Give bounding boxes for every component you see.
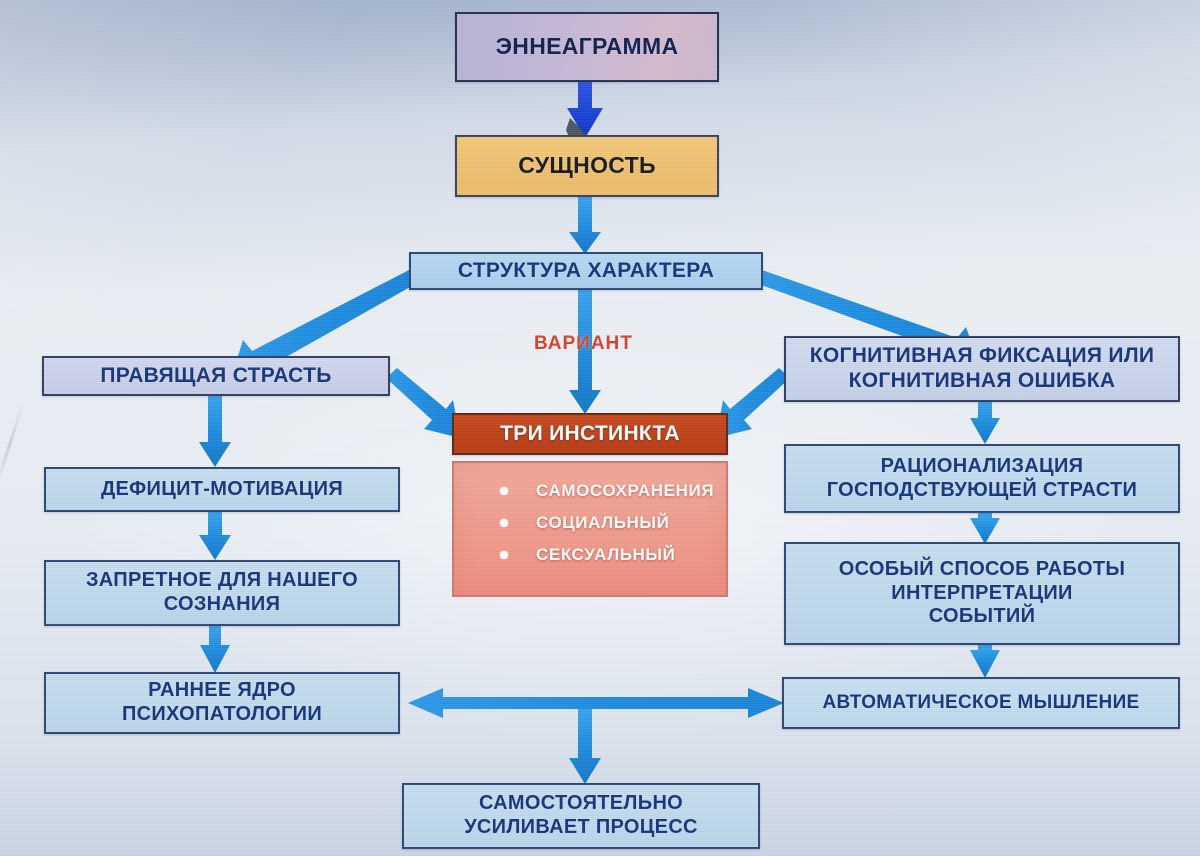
node-essence[interactable]: СУЩНОСТЬ xyxy=(455,135,719,197)
node-rationalization-line2: ГОСПОДСТВУЮЩЕЙ СТРАСТИ xyxy=(826,478,1138,501)
node-forbidden-line2: СОЗНАНИЯ xyxy=(163,593,281,615)
node-enneagram-label: ЭННЕАГРАММА xyxy=(495,33,679,60)
bullet-icon xyxy=(500,519,508,528)
node-forbidden-line1: ЗАПРЕТНОЕ ДЛЯ НАШЕГО xyxy=(85,569,359,592)
node-cognitive-fixation-line2: КОГНИТИВНАЯ ОШИБКА xyxy=(848,369,1116,392)
node-three-instincts-label: ТРИ ИНСТИНКТА xyxy=(500,421,680,445)
node-special-way-line2: ИНТЕРПРЕТАЦИИ xyxy=(891,581,1073,604)
node-deficit-motivation-label: ДЕФИЦИТ-МОТИВАЦИЯ xyxy=(100,477,344,500)
instinct-label: СЕКСУАЛЬНЫЙ xyxy=(536,545,676,565)
node-ruling-passion[interactable]: ПРАВЯЩАЯ СТРАСТЬ xyxy=(42,356,390,396)
node-three-instincts-list: САМОСОХРАНЕНИЯ СОЦИАЛЬНЫЙ СЕКСУАЛЬНЫЙ xyxy=(452,461,728,597)
node-early-core-line2: ПСИХОПАТОЛОГИИ xyxy=(121,703,323,725)
arrow-passion-to-deficit xyxy=(199,395,231,467)
arrow-rationalization-to-special-way xyxy=(970,513,1000,544)
node-special-way-line3: СОБЫТИЙ xyxy=(928,605,1036,628)
node-self-reinforcing-line1: САМОСТОЯТЕЛЬНО xyxy=(478,792,684,815)
arrow-essence-to-structure xyxy=(569,197,601,254)
node-early-core-line1: РАННЕЕ ЯДРО xyxy=(148,679,296,702)
list-item: СЕКСУАЛЬНЫЙ xyxy=(500,545,726,565)
node-deficit-motivation[interactable]: ДЕФИЦИТ-МОТИВАЦИЯ xyxy=(44,467,400,512)
node-structure-of-character[interactable]: СТРУКТУРА ХАРАКТЕРА xyxy=(409,252,763,290)
list-item: СОЦИАЛЬНЫЙ xyxy=(500,513,726,533)
arrow-forbidden-to-early-core xyxy=(200,626,230,673)
arrow-special-way-to-automatic-thinking xyxy=(970,645,1000,678)
node-rationalization-line1: РАЦИОНАЛИЗАЦИЯ xyxy=(880,454,1084,477)
node-structure-label: СТРУКТУРА ХАРАКТЕРА xyxy=(457,258,715,282)
edge-label-variant: ВАРИАНТ xyxy=(534,333,633,354)
arrow-cognitive-fixation-to-instincts xyxy=(716,368,790,438)
arrow-deficit-to-forbidden xyxy=(199,512,231,560)
bullet-icon xyxy=(500,551,508,560)
arrow-enneagram-to-essence xyxy=(566,82,603,142)
arrow-early-core-automatic-thinking-bidirectional xyxy=(408,688,784,784)
node-self-reinforcing-line2: УСИЛИВАЕТ ПРОЦЕСС xyxy=(464,816,698,838)
node-automatic-thinking[interactable]: АВТОМАТИЧЕСКОЕ МЫШЛЕНИЕ xyxy=(782,677,1180,729)
arrow-structure-to-three-instincts xyxy=(569,288,601,414)
node-cognitive-fixation[interactable]: КОГНИТИВНАЯ ФИКСАЦИЯ ИЛИ КОГНИТИВНАЯ ОШИ… xyxy=(784,336,1180,402)
bullet-icon xyxy=(500,487,508,496)
node-enneagram[interactable]: ЭННЕАГРАММА xyxy=(455,12,719,82)
node-three-instincts-header[interactable]: ТРИ ИНСТИНКТА xyxy=(452,413,728,455)
arrow-ruling-passion-to-instincts xyxy=(386,368,460,438)
node-early-core-of-psychopathology[interactable]: РАННЕЕ ЯДРО ПСИХОПАТОЛОГИИ xyxy=(44,672,400,734)
node-rationalization[interactable]: РАЦИОНАЛИЗАЦИЯ ГОСПОДСТВУЮЩЕЙ СТРАСТИ xyxy=(784,444,1180,513)
arrow-cognitive-to-rationalization xyxy=(970,401,1000,444)
arrow-structure-to-cognitive-fixation xyxy=(753,270,982,372)
list-item: САМОСОХРАНЕНИЯ xyxy=(500,481,726,501)
instinct-label: СОЦИАЛЬНЫЙ xyxy=(536,513,670,533)
node-cognitive-fixation-line1: КОГНИТИВНАЯ ФИКСАЦИЯ ИЛИ xyxy=(809,344,1155,368)
node-special-way-of-interpretation[interactable]: ОСОБЫЙ СПОСОБ РАБОТЫ ИНТЕРПРЕТАЦИИ СОБЫТ… xyxy=(784,542,1180,645)
node-self-reinforcing-process[interactable]: САМОСТОЯТЕЛЬНО УСИЛИВАЕТ ПРОЦЕСС xyxy=(402,783,760,849)
node-automatic-thinking-label: АВТОМАТИЧЕСКОЕ МЫШЛЕНИЕ xyxy=(822,691,1140,713)
node-special-way-line1: ОСОБЫЙ СПОСОБ РАБОТЫ xyxy=(838,558,1126,581)
node-essence-label: СУЩНОСТЬ xyxy=(518,152,656,179)
instinct-label: САМОСОХРАНЕНИЯ xyxy=(536,481,715,500)
node-ruling-passion-label: ПРАВЯЩАЯ СТРАСТЬ xyxy=(100,363,332,387)
node-forbidden-for-consciousness[interactable]: ЗАПРЕТНОЕ ДЛЯ НАШЕГО СОЗНАНИЯ xyxy=(44,560,400,626)
